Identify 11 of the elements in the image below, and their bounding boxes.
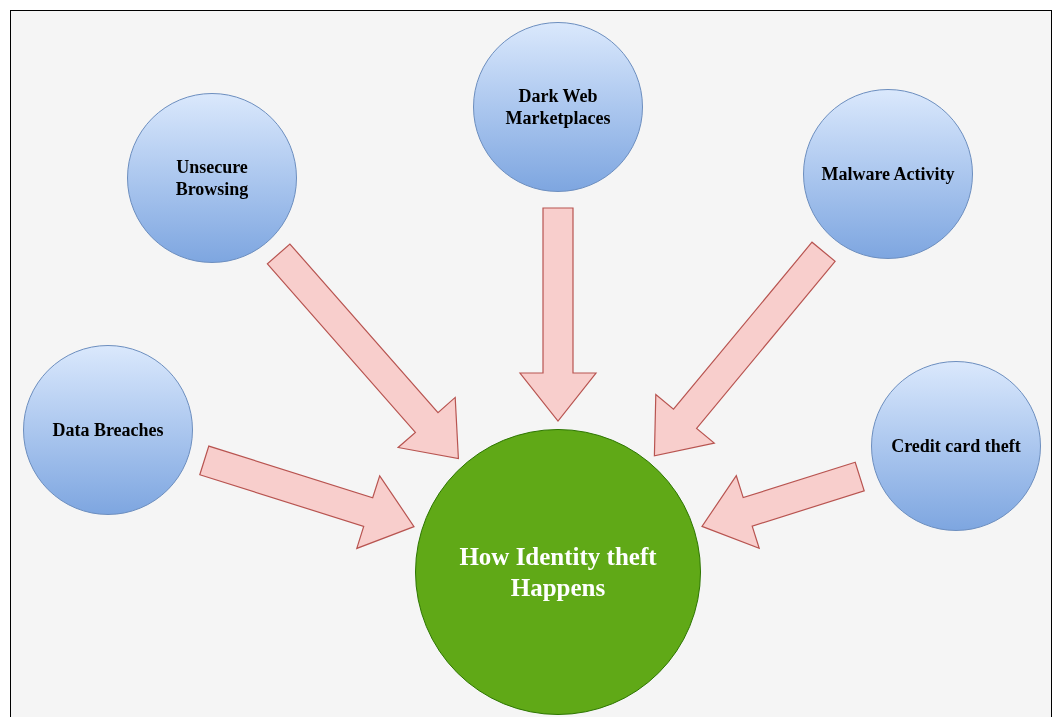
node-label: Unsecure Browsing	[174, 155, 250, 201]
node-label: Credit card theft	[891, 434, 1021, 458]
node-label: How Identity theft Happens	[458, 541, 658, 603]
block-arrow	[701, 461, 865, 550]
node-label: Malware Activity	[821, 162, 955, 186]
node-label: Dark Web Marketplaces	[504, 84, 612, 130]
block-arrow	[199, 445, 415, 550]
block-arrow	[266, 243, 460, 460]
node-label: Data Breaches	[52, 418, 164, 442]
block-arrow	[653, 241, 836, 457]
block-arrow	[518, 207, 598, 422]
